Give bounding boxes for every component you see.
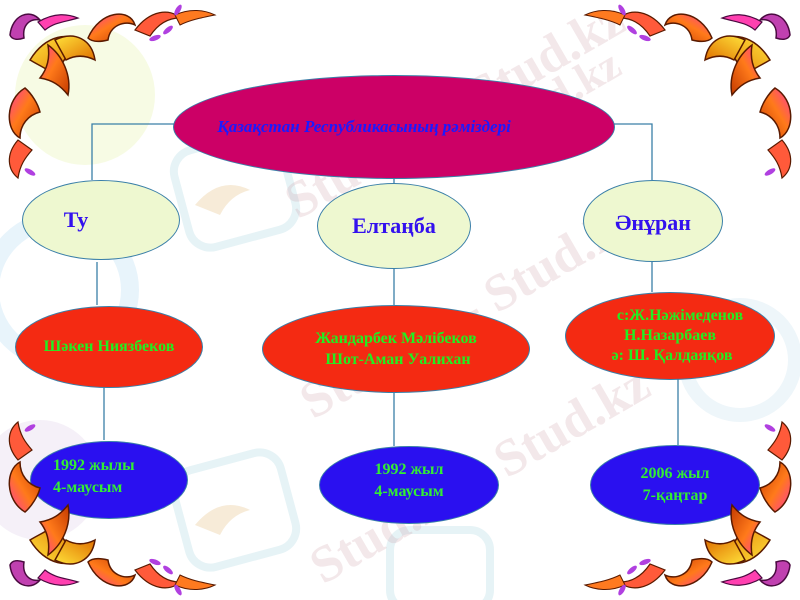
author-node-flag: Шәкен Ниязбеков xyxy=(15,306,203,388)
date-node-anthem: 2006 жыл 7-қаңтар xyxy=(590,445,760,525)
symbol-node-anthem: Әнұран xyxy=(583,180,723,262)
corner-ornament-top-left-icon xyxy=(8,2,216,179)
date-line: 2006 жыл xyxy=(640,465,710,482)
date-line: 4-маусым xyxy=(374,483,444,500)
author-name: с:Ж.Нәжімеденов xyxy=(616,307,744,324)
author-node-emblem: Жандарбек Мәлібеков Шот-Аман Уалихан xyxy=(262,305,530,393)
corner-ornament-bottom-right-icon xyxy=(584,421,792,598)
symbol-label-flag: Ту xyxy=(63,207,89,232)
date-line: 7-қаңтар xyxy=(642,487,708,504)
author-name: Шәкен Ниязбеков xyxy=(43,338,175,355)
symbol-node-flag: Ту xyxy=(22,180,180,260)
symbol-label-emblem: Елтаңба xyxy=(352,213,436,238)
author-name: Шот-Аман Уалихан xyxy=(325,351,471,368)
corner-ornament-top-right-icon xyxy=(584,2,792,179)
root-title: Қазақстан Республикасының рәміздері xyxy=(217,117,511,136)
corner-ornament-bottom-left-icon xyxy=(8,421,216,598)
date-line: 1992 жыл xyxy=(374,461,444,478)
symbol-node-emblem: Елтаңба xyxy=(317,183,471,269)
date-node-emblem: 1992 жыл 4-маусым xyxy=(319,446,499,524)
author-node-anthem: с:Ж.Нәжімеденов Н.Назарбаев ә: Ш. Қалдая… xyxy=(565,292,775,380)
author-name: ә: Ш. Қалдаяқов xyxy=(611,347,733,364)
date-line: 1992 жылы xyxy=(53,457,135,474)
author-name: Жандарбек Мәлібеков xyxy=(315,330,477,347)
author-name: Н.Назарбаев xyxy=(624,327,716,344)
symbol-label-anthem: Әнұран xyxy=(615,210,691,235)
date-line: 4-маусым xyxy=(53,479,123,496)
root-node-kazakhstan-symbols: Қазақстан Республикасының рәміздері xyxy=(173,75,615,179)
date-node-flag: 1992 жылы 4-маусым xyxy=(30,441,188,519)
